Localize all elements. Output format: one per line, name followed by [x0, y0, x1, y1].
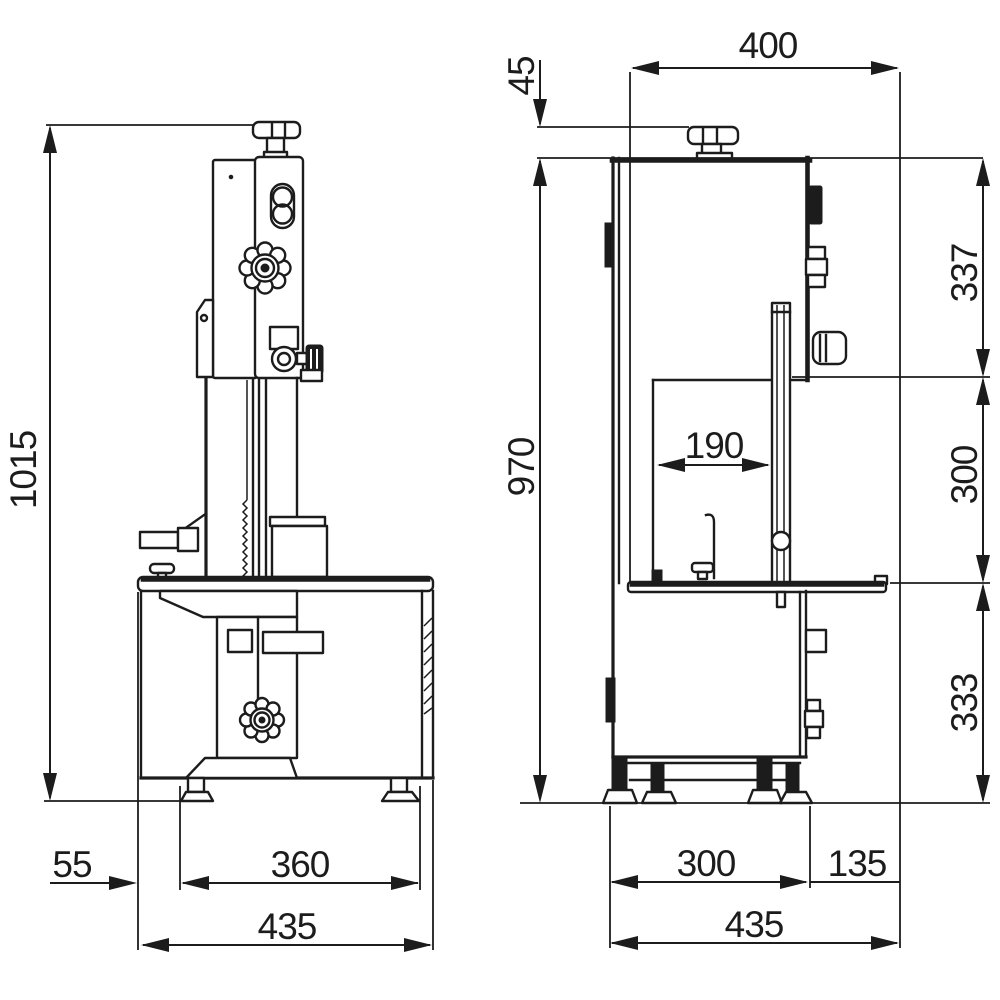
dim-side-throat-depth: 190: [657, 425, 770, 472]
side-blade-guide-post: [770, 301, 792, 585]
dim-label: 970: [501, 437, 542, 496]
side-handle: [804, 628, 828, 654]
front-base: [139, 589, 435, 803]
front-chute: [158, 589, 299, 619]
front-blade-guide-block: [270, 524, 329, 579]
dim-side-upper-height: 337: [792, 158, 990, 378]
front-saw-head: [195, 120, 324, 383]
dim-label: 360: [271, 844, 330, 885]
front-blade-guide-lip: [268, 515, 327, 528]
front-grip-strip: [423, 617, 433, 715]
front-table: [136, 575, 435, 593]
dim-label: 333: [944, 674, 985, 733]
front-dimensions: 1015 55 360 435: [3, 124, 434, 952]
side-dimensions: 400 45 970 337: [501, 25, 990, 950]
dim-front-total-width: 435: [141, 780, 434, 952]
side-pusher: [651, 513, 716, 582]
front-column-and-blade: [204, 376, 329, 579]
saw-blade-teeth: [241, 499, 249, 578]
dim-side-cut-height: 300: [890, 377, 990, 584]
side-latch: [808, 185, 823, 225]
front-feet: [179, 776, 421, 803]
dim-side-rear-offset: 135: [810, 843, 900, 884]
dim-side-lower-height: 333: [944, 583, 990, 803]
dim-label: 55: [52, 844, 92, 885]
dim-side-top-depth: 400: [629, 25, 901, 948]
dim-side-total-depth: 435: [610, 904, 899, 950]
dim-front-total-height: 1015: [3, 124, 254, 802]
dim-label: 337: [944, 244, 985, 303]
side-terminal-block: [804, 245, 829, 289]
dim-label: 400: [739, 25, 798, 66]
dim-label: 45: [501, 56, 542, 96]
door-hinge-upper: [604, 222, 615, 268]
front-view: [136, 120, 435, 803]
dim-side-knob-height: 45: [501, 56, 689, 128]
front-lower-star-knob: [238, 696, 286, 744]
side-top-knob: [686, 125, 740, 161]
dim-label: 190: [685, 425, 744, 466]
dim-label: 435: [258, 906, 317, 947]
side-feet: [601, 757, 814, 805]
side-cabinet: [611, 589, 828, 759]
front-handle-bar: [261, 630, 325, 655]
dim-label: 135: [828, 843, 887, 884]
blade-guide-roller: [770, 530, 792, 552]
front-left-bracket: [195, 298, 215, 379]
blade-tension-knob: [811, 330, 848, 366]
dim-front-left-offset: 55: [50, 592, 139, 950]
side-body: [604, 155, 848, 759]
front-upper-star-knob: [238, 241, 292, 295]
front-top-knob: [251, 120, 302, 140]
dim-front-base-width: 360: [179, 786, 421, 890]
dim-label: 300: [677, 843, 736, 884]
dim-side-base-depth: 300: [609, 806, 811, 948]
side-view: [601, 125, 889, 805]
front-switch: [269, 182, 296, 230]
dim-label: 435: [725, 904, 784, 945]
side-table: [626, 574, 889, 609]
front-pusher-arm: [138, 513, 206, 580]
blade-below-table: [775, 590, 787, 609]
dim-label: 1015: [3, 430, 44, 509]
front-pedestal: [184, 756, 299, 780]
side-lower-knob: [803, 698, 825, 740]
dim-label: 300: [944, 445, 985, 504]
front-guide-bracket: [268, 325, 324, 383]
door-hinge-lower: [605, 677, 616, 723]
dim-side-body-height: 970: [501, 157, 990, 804]
